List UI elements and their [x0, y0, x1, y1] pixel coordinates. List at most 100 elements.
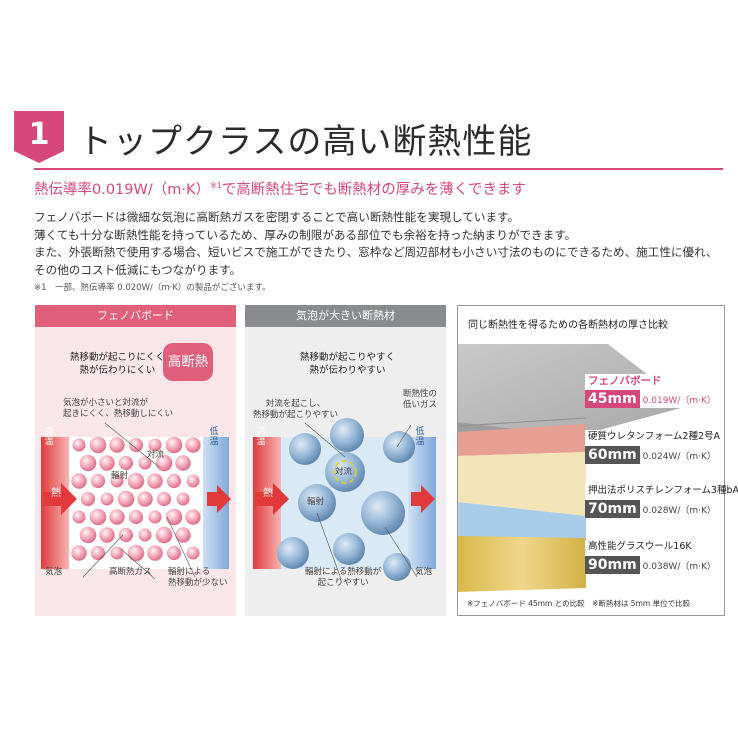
bubble — [147, 545, 163, 561]
subtitle-main: 熱伝導率0.019W/（m·K） — [34, 182, 210, 198]
bubble — [155, 526, 173, 544]
bubble — [118, 527, 134, 543]
bubble — [147, 473, 163, 489]
bubble — [185, 437, 201, 453]
bubble — [166, 545, 182, 561]
bubble — [99, 527, 115, 543]
bubble — [333, 533, 365, 565]
leader-line — [396, 424, 412, 448]
bubble — [298, 484, 336, 522]
material-conductivity: 0.024W/（m·K） — [642, 452, 716, 462]
section-number-badge: 1 — [14, 111, 64, 163]
bubble-label: 気泡 — [45, 567, 63, 577]
material-phenova: フェノバボード 45mm 0.019W/（m·K） — [585, 374, 717, 408]
radiation-note-line: 熱移動が少ない — [168, 578, 228, 588]
low-gas-note-line: 低いガス — [403, 400, 438, 410]
bubble — [71, 545, 87, 561]
convection-note: 対流を起こし、 熱移動が起こりやすい — [253, 399, 338, 421]
bubble — [99, 455, 115, 471]
low-gas-note: 断熱性の 低いガス — [403, 389, 437, 411]
lead-line: 熱が伝わりやすい — [309, 365, 386, 376]
small-bubble-lead: 熱移動が起こりにくく 熱が伝わりにくい — [70, 351, 165, 377]
material-urethane: 硬質ウレタンフォーム2種2号A 60mm 0.024W/（m·K） — [585, 430, 721, 464]
bubble — [127, 544, 145, 562]
bubble — [165, 436, 183, 454]
bubble — [277, 537, 309, 569]
bubble — [79, 454, 97, 472]
radiation-note-line: 輻射による — [168, 567, 211, 577]
large-bubble-diagram — [253, 418, 436, 581]
bubble — [80, 491, 96, 507]
description-line: 薄くても十分な断熱性能を持っているため、厚みの制限がある部位でも余裕を持った納ま… — [34, 227, 577, 242]
material-values: 90mm 0.038W/（m·K） — [585, 556, 717, 574]
bubble — [330, 418, 364, 452]
bubble — [127, 472, 145, 490]
leader-line — [120, 548, 156, 580]
description-line: フェノバボードは微細な気泡に高断熱ガスを密閉することで高い断熱性能を実現していま… — [34, 210, 520, 224]
description: フェノバボードは微細な気泡に高断熱ガスを密閉することで高い断熱性能を実現していま… — [34, 209, 724, 279]
bubble — [155, 454, 173, 472]
bubble — [90, 545, 106, 561]
footnote: ※1 一部、熱伝導率 0.020W/（m·K）の製品がございます。 — [34, 283, 271, 293]
material-thickness: 45mm — [585, 390, 640, 408]
radiation-label: 輻射 — [307, 497, 325, 507]
bubble — [186, 474, 200, 488]
large-bubbles — [277, 418, 415, 581]
material-name: 硬質ウレタンフォーム2種2号A — [588, 431, 721, 442]
layer-divider — [458, 417, 587, 427]
bubble — [148, 438, 162, 452]
section-number: 1 — [28, 117, 50, 152]
material-name: 高性能グラスウール16K — [588, 541, 692, 552]
bubble — [71, 473, 87, 489]
material-conductivity: 0.028W/（m·K） — [642, 506, 716, 516]
polystyrene-layer — [458, 452, 586, 516]
bubble — [289, 433, 321, 465]
small-bubble-panel: フェノバボード 熱移動が起こりにくく — [35, 305, 236, 616]
large-bubble-panel-title: 気泡が大きい断熱材 — [245, 305, 446, 327]
material-glass-wool: 高性能グラスウール16K 90mm 0.038W/（m·K） — [585, 540, 717, 574]
convection-label: 対流 — [335, 467, 353, 477]
bubble — [89, 508, 107, 526]
bubble — [325, 452, 365, 492]
material-name: フェノバボード — [588, 375, 662, 387]
cold-label: 低温 — [209, 427, 219, 447]
bubble — [165, 508, 183, 526]
leader-line — [316, 512, 342, 580]
lead-line: 熱が伝わりにくい — [79, 365, 156, 376]
bubble — [100, 492, 114, 506]
heat-arrow-in — [43, 483, 77, 515]
urethane-layer — [458, 424, 586, 456]
description-line: その他のコスト低減にもつながります。 — [34, 262, 242, 277]
badge-shape — [14, 111, 64, 163]
hot-label: 高温 — [256, 427, 266, 447]
material-conductivity: 0.038W/（m·K） — [642, 562, 716, 572]
radiation-note-line: 輻射による熱移動が — [305, 567, 382, 577]
bubble — [110, 474, 124, 488]
glass-wool-layer — [458, 536, 586, 592]
bubble — [361, 491, 405, 535]
bubble — [72, 438, 86, 452]
material-name: 押出法ポリスチレンフォーム3種bA — [588, 485, 738, 496]
bubble — [186, 546, 200, 560]
subtitle-rest: で高断熱住宅でも断熱材の厚みを薄くできます — [221, 182, 526, 198]
leader-line — [104, 422, 160, 468]
hot-label: 高温 — [44, 427, 54, 447]
gas-label: 高断熱ガス — [109, 567, 152, 577]
description-line: また、外張断熱で使用する場合、短いビスで施工ができたり、窓枠など周辺部材も小さい… — [34, 245, 718, 259]
bubble — [109, 437, 125, 453]
bubble — [176, 492, 190, 506]
bubble — [137, 491, 153, 507]
comparison-title: 同じ断熱性を得るための各断熱材の厚さ比較 — [468, 320, 668, 331]
heat-arrow-in — [255, 483, 289, 515]
lead-line: 熱移動が起こりにくく — [70, 352, 165, 363]
bubble — [118, 455, 134, 471]
bubble — [117, 490, 135, 508]
subtitle-note-mark: ※1 — [209, 181, 222, 191]
thickness-comparison: 同じ断熱性を得るための各断熱材の厚さ比較 フェノバボード 45mm 0.019W… — [457, 305, 738, 616]
radiation-note: 輻射による熱移動が 起こりやすい — [305, 567, 381, 589]
material-thickness: 60mm — [585, 446, 640, 464]
bubble — [138, 456, 152, 470]
bubble — [185, 509, 201, 525]
large-bubble-panel: 気泡が大きい断熱材 — [245, 305, 446, 616]
high-insulation-badge: 高断熱 — [163, 343, 213, 381]
